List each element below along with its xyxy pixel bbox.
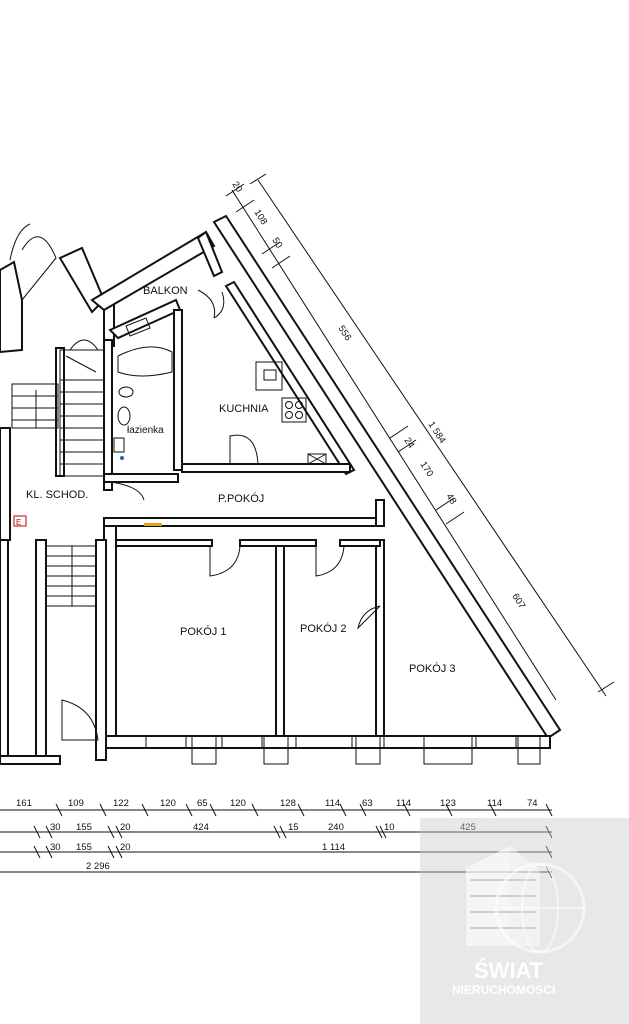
dim-row2-6: 240 <box>328 822 344 833</box>
bottom-dimension-lines <box>0 803 553 879</box>
dim-row1-10: 114 <box>396 798 411 809</box>
dim-row1-5: 65 <box>197 798 208 809</box>
dim-row2-5: 15 <box>288 822 299 833</box>
interior-doors <box>61 434 381 741</box>
diag-dim-4: 556 <box>335 324 353 343</box>
dim-row1-9: 63 <box>362 798 373 809</box>
electric-box-icon <box>13 515 27 527</box>
label-p-pokoj: P.POKÓJ <box>218 492 264 505</box>
dim-row1-12: 114 <box>487 798 502 809</box>
dim-row2-7: 10 <box>384 822 395 833</box>
dim-row3-2: 155 <box>76 842 92 853</box>
dim-row1-4: 120 <box>160 798 176 809</box>
label-lazienka: łazienka <box>127 425 164 436</box>
label-kuchnia: KUCHNIA <box>219 403 269 415</box>
label-pokoj-3: POKÓJ 3 <box>409 662 455 675</box>
apartment-walls <box>0 214 562 765</box>
dim-row3-1: 30 <box>50 842 61 853</box>
label-pokoj-1: POKÓJ 1 <box>180 625 226 638</box>
dim-row2-8: 425 <box>460 822 476 833</box>
entrance-door-arc <box>21 236 57 301</box>
watermark-line-1: ŚWIAT <box>474 958 544 983</box>
diag-dim-9: 607 <box>509 592 527 611</box>
dim-row1-6: 120 <box>230 798 246 809</box>
electric-box-label: E <box>16 518 21 527</box>
dim-row2-4: 424 <box>193 822 209 833</box>
dim-row4-1: 2 296 <box>86 861 110 872</box>
diag-dim-6: 24 <box>401 436 416 451</box>
diagonal-dimension-lines <box>225 173 615 701</box>
building-globe-icon <box>466 846 586 954</box>
valve-mark <box>120 456 124 460</box>
watermark-line-2: NIERUCHOMOŚCI <box>452 982 555 997</box>
dim-row1-11: 123 <box>440 798 456 809</box>
label-pokoj-2: POKÓJ 2 <box>300 622 346 635</box>
dim-row1-8: 114 <box>325 798 340 809</box>
dim-row1-3: 122 <box>113 798 129 809</box>
dim-row1-1: 161 <box>16 798 32 809</box>
kitchen-fixtures <box>255 361 327 465</box>
label-kl-schod: KL. SCHOD. <box>26 489 88 501</box>
label-balkon: BALKON <box>143 285 188 297</box>
dim-row2-3: 20 <box>120 822 131 833</box>
bathroom-fixtures <box>113 317 173 453</box>
diag-dim-8: 48 <box>443 492 458 507</box>
dim-row2-2: 155 <box>76 822 92 833</box>
balcony-door-arc <box>197 289 225 319</box>
dim-row3-3: 20 <box>120 842 131 853</box>
dim-row3-4: 1 114 <box>322 842 345 853</box>
lower-staircase <box>45 545 97 607</box>
diag-dim-1: 20 <box>229 180 244 195</box>
dim-row2-1: 30 <box>50 822 61 833</box>
dim-row1-2: 109 <box>68 798 84 809</box>
dim-row1-7: 128 <box>280 798 296 809</box>
dim-row1-13: 74 <box>527 798 538 809</box>
facade-windows <box>145 735 541 765</box>
diag-dim-3: 50 <box>269 236 284 251</box>
entrance-door-arc-2 <box>9 223 31 261</box>
watermark: ŚWIAT NIERUCHOMOŚCI <box>420 818 629 1024</box>
diag-dim-7: 170 <box>417 460 435 479</box>
radiator-mark <box>144 523 162 526</box>
